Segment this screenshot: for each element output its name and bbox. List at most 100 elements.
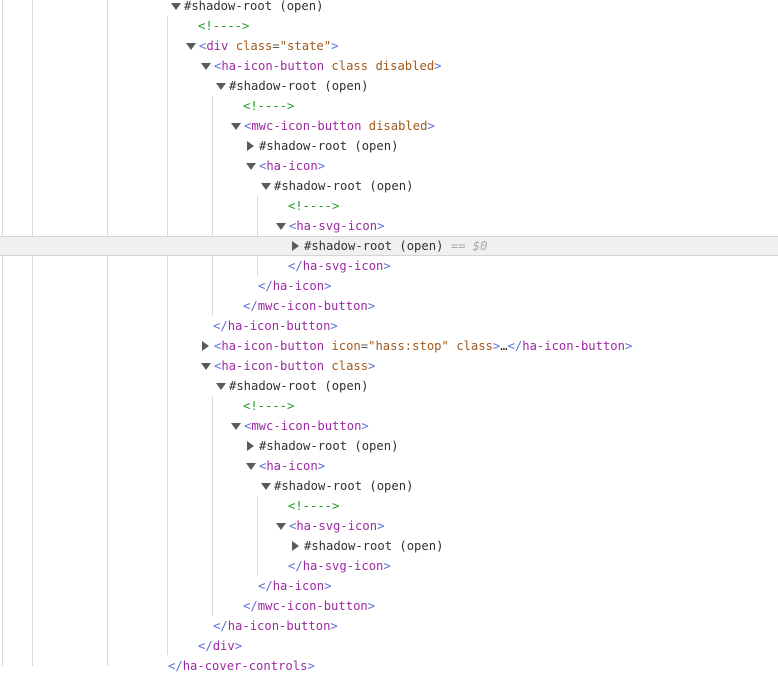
tag-bracket: > xyxy=(377,219,385,233)
tag-bracket: > xyxy=(331,39,339,53)
dom-node-row[interactable]: #shadow-root (open) xyxy=(0,536,778,556)
tag-bracket: > xyxy=(368,359,376,373)
html-comment: <!----> xyxy=(288,499,340,513)
expand-triangle-open-icon[interactable] xyxy=(200,61,212,71)
closing-tag-name: mwc-icon-button xyxy=(257,599,368,613)
expand-triangle-open-icon[interactable] xyxy=(230,421,242,431)
attribute-name: disabled xyxy=(375,59,435,73)
tag-bracket: </ xyxy=(258,579,273,593)
dom-node-row[interactable]: <ha-icon-button class disabled> xyxy=(0,56,778,76)
expand-triangle-open-icon[interactable] xyxy=(170,1,182,11)
dom-node-row[interactable]: <!----> xyxy=(0,396,778,416)
dom-node-row[interactable]: #shadow-root (open) xyxy=(0,76,778,96)
tag-bracket: </ xyxy=(288,259,303,273)
tag-bracket: > xyxy=(383,559,391,573)
dom-node-row[interactable]: #shadow-root (open) xyxy=(0,476,778,496)
indent-guide-line xyxy=(212,96,213,316)
dom-node-row[interactable]: </div> xyxy=(0,636,778,656)
shadow-root-label: #shadow-root (open) xyxy=(259,139,399,153)
tag-bracket: > xyxy=(383,259,391,273)
tag-bracket: > xyxy=(427,119,435,133)
dom-node-row[interactable]: <ha-svg-icon> xyxy=(0,516,778,536)
closing-tag-name: ha-icon-button xyxy=(227,619,331,633)
dom-node-row[interactable]: </mwc-icon-button> xyxy=(0,596,778,616)
attribute-name: class xyxy=(456,339,493,353)
closing-tag-name: ha-icon xyxy=(272,279,325,293)
shadow-root-label: #shadow-root (open) xyxy=(259,439,399,453)
tag-bracket: > xyxy=(330,319,338,333)
tag-name: mwc-icon-button xyxy=(251,119,362,133)
dom-node-row[interactable]: <ha-icon-button class> xyxy=(0,356,778,376)
dom-node-row[interactable]: </ha-svg-icon> xyxy=(0,256,778,276)
tag-name: mwc-icon-button xyxy=(251,419,362,433)
dom-node-row[interactable]: </ha-svg-icon> xyxy=(0,556,778,576)
console-ref-marker: $0 xyxy=(472,239,488,253)
dom-node-row[interactable]: <!----> xyxy=(0,496,778,516)
dom-node-row[interactable]: #shadow-root (open) xyxy=(0,176,778,196)
tag-bracket: > xyxy=(317,459,326,473)
dom-node-row[interactable]: <mwc-icon-button disabled> xyxy=(0,116,778,136)
expand-triangle-open-icon[interactable] xyxy=(185,41,197,51)
selected-equals-marker: == xyxy=(450,239,466,253)
html-comment: <!----> xyxy=(243,399,295,413)
tag-bracket: < xyxy=(259,159,267,173)
dom-node-row[interactable]: #shadow-root (open) xyxy=(0,436,778,456)
dom-node-row[interactable]: <!----> xyxy=(0,16,778,36)
dom-node-row[interactable]: </ha-icon-button> xyxy=(0,316,778,336)
closing-tag-name: div xyxy=(212,639,235,653)
tag-bracket: </ xyxy=(168,659,183,673)
html-comment: <!----> xyxy=(243,99,295,113)
expand-triangle-open-icon[interactable] xyxy=(260,481,272,491)
expand-triangle-closed-icon[interactable] xyxy=(245,140,257,151)
dom-node-row[interactable]: <ha-icon-button icon="hass:stop" class>…… xyxy=(0,336,778,356)
expand-triangle-open-icon[interactable] xyxy=(215,81,227,91)
expand-triangle-open-icon[interactable] xyxy=(230,121,242,131)
dom-node-row[interactable]: <ha-icon> xyxy=(0,156,778,176)
expand-triangle-closed-icon[interactable] xyxy=(245,440,257,451)
attribute-equals: = xyxy=(272,39,280,53)
dom-node-row[interactable]: </mwc-icon-button> xyxy=(0,296,778,316)
dom-node-row[interactable]: #shadow-root (open) xyxy=(0,0,778,16)
dom-node-row[interactable]: <mwc-icon-button> xyxy=(0,416,778,436)
expand-triangle-open-icon[interactable] xyxy=(245,461,257,471)
shadow-root-label: #shadow-root (open) xyxy=(229,379,369,393)
dom-node-row[interactable]: <!----> xyxy=(0,196,778,216)
tag-bracket: > xyxy=(367,299,376,313)
expand-triangle-open-icon[interactable] xyxy=(200,361,212,371)
tag-bracket: > xyxy=(624,339,633,353)
tag-bracket: > xyxy=(324,279,332,293)
tag-bracket: < xyxy=(244,419,252,433)
expand-triangle-open-icon[interactable] xyxy=(245,161,257,171)
tag-name: ha-icon-button xyxy=(221,59,325,73)
indent-guide-line xyxy=(32,0,33,666)
tag-bracket: > xyxy=(361,419,369,433)
expand-triangle-open-icon[interactable] xyxy=(275,521,287,531)
expand-triangle-closed-icon[interactable] xyxy=(290,240,302,251)
dom-node-row[interactable]: #shadow-root (open) xyxy=(0,136,778,156)
dom-node-row[interactable]: </ha-icon> xyxy=(0,276,778,296)
dom-node-row[interactable]: <!----> xyxy=(0,96,778,116)
dom-node-row[interactable]: #shadow-root (open) xyxy=(0,376,778,396)
tag-name: ha-icon xyxy=(266,159,318,173)
expand-triangle-open-icon[interactable] xyxy=(215,381,227,391)
html-comment: <!----> xyxy=(288,199,340,213)
expand-triangle-closed-icon[interactable] xyxy=(290,540,302,551)
dom-node-row[interactable]: </ha-icon-button> xyxy=(0,616,778,636)
dom-node-row-selected[interactable]: #shadow-root (open) == $0 xyxy=(0,236,778,256)
tag-bracket: </ xyxy=(213,319,228,333)
dom-node-row[interactable]: <div class="state"> xyxy=(0,36,778,56)
dom-node-row[interactable]: <ha-icon> xyxy=(0,456,778,476)
expand-triangle-open-icon[interactable] xyxy=(260,181,272,191)
shadow-root-label: #shadow-root (open) xyxy=(229,79,369,93)
indent-guide-line xyxy=(257,496,258,576)
tag-bracket: </ xyxy=(243,599,258,613)
dom-node-row[interactable]: </ha-cover-controls> xyxy=(0,656,778,676)
shadow-root-label: #shadow-root (open) xyxy=(274,479,414,493)
dom-node-row[interactable]: <ha-svg-icon> xyxy=(0,216,778,236)
dom-node-row[interactable]: </ha-icon> xyxy=(0,576,778,596)
attribute-name: class xyxy=(235,39,273,53)
expand-triangle-closed-icon[interactable] xyxy=(200,340,212,351)
indent-guide-line xyxy=(167,16,168,655)
expand-triangle-open-icon[interactable] xyxy=(275,221,287,231)
tag-bracket: > xyxy=(324,579,332,593)
